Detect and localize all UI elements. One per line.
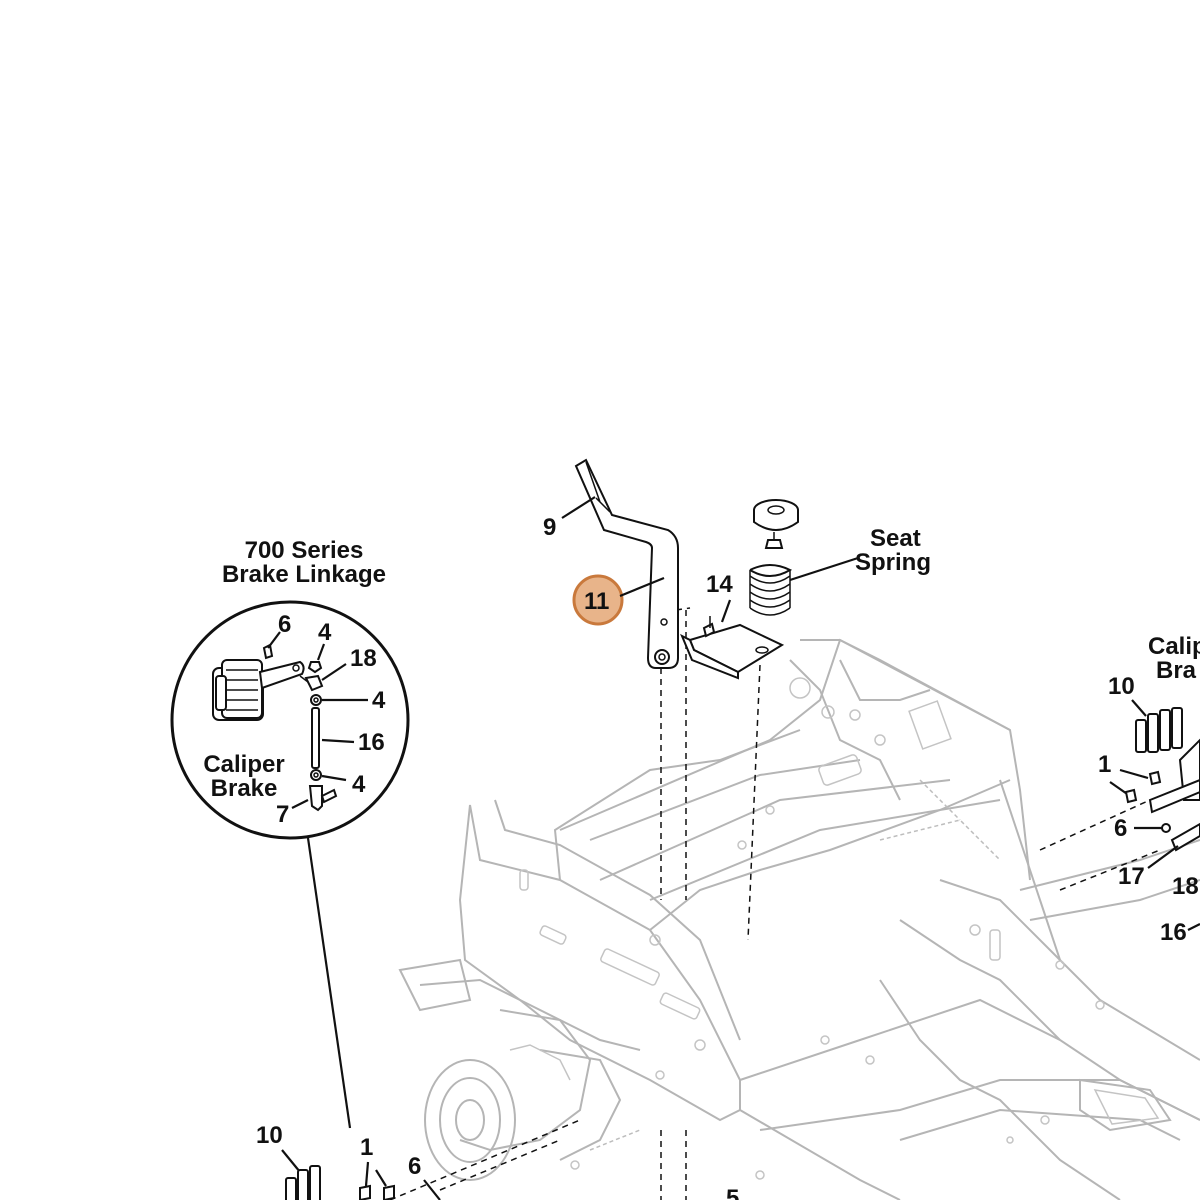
brake-lever [574, 458, 679, 669]
inset-title-line1: 700 Series [245, 537, 364, 564]
right-callout-17: 17 [1118, 863, 1145, 890]
callout-11: 11 [584, 588, 609, 615]
callout-14: 14 [706, 571, 733, 598]
highlight-badge[interactable] [572, 574, 624, 626]
inset-callout-16: 16 [358, 729, 385, 756]
caliper-brake-drawing [212, 643, 305, 721]
inset-caption-line1: Caliper [203, 751, 284, 778]
inset-caption-line2: Brake [211, 775, 278, 802]
right-callout-6: 6 [1114, 815, 1127, 842]
inset-leaders [267, 631, 368, 809]
inset-callout-4c: 4 [352, 771, 366, 798]
callout-5: 5 [726, 1185, 739, 1200]
right-edge-caliper: Calip Bra 10 1 6 17 18 16 [1098, 633, 1200, 946]
right-callout-1: 1 [1098, 751, 1111, 778]
lower-left-caliper: 10 1 6 [256, 1122, 441, 1200]
inset-callout-4b: 4 [372, 687, 386, 714]
right-callout-18-partial: 18 [1172, 873, 1199, 900]
lower-callout-1: 1 [360, 1134, 373, 1161]
mower-frame-ghost [398, 638, 1200, 1200]
callout-9: 9 [543, 514, 556, 541]
lower-callout-6: 6 [408, 1153, 421, 1180]
highlighted-callout[interactable] [572, 574, 624, 626]
seat-spring-label-line1: Seat [870, 525, 921, 552]
inset-callout-6: 6 [278, 611, 291, 638]
frame-slots-ghost [519, 677, 1105, 1180]
linkage-hardware [299, 661, 338, 812]
assembly-lines [389, 607, 1161, 1200]
right-callout-10: 10 [1108, 673, 1135, 700]
inset-callout-4a: 4 [318, 619, 332, 646]
inset-title-line2: Brake Linkage [222, 561, 386, 588]
inset-callout-7: 7 [276, 801, 289, 828]
right-brake-label-partial: Bra [1156, 657, 1197, 684]
main-callouts: 9 11 14 Seat Spring 5 [543, 514, 931, 1200]
lower-callout-10: 10 [256, 1122, 283, 1149]
inset-brake-linkage: 700 Series Brake Linkage [170, 537, 410, 1129]
inset-pointer-line [306, 837, 352, 1129]
bracket-14 [680, 616, 785, 680]
right-callout-16-partial: 16 [1160, 919, 1187, 946]
seat-spring-label-line2: Spring [855, 549, 931, 576]
right-caliper-label-partial: Calip [1148, 633, 1200, 660]
inset-callout-18: 18 [350, 645, 377, 672]
seat-spring [749, 499, 799, 616]
main-leaders [561, 496, 859, 623]
